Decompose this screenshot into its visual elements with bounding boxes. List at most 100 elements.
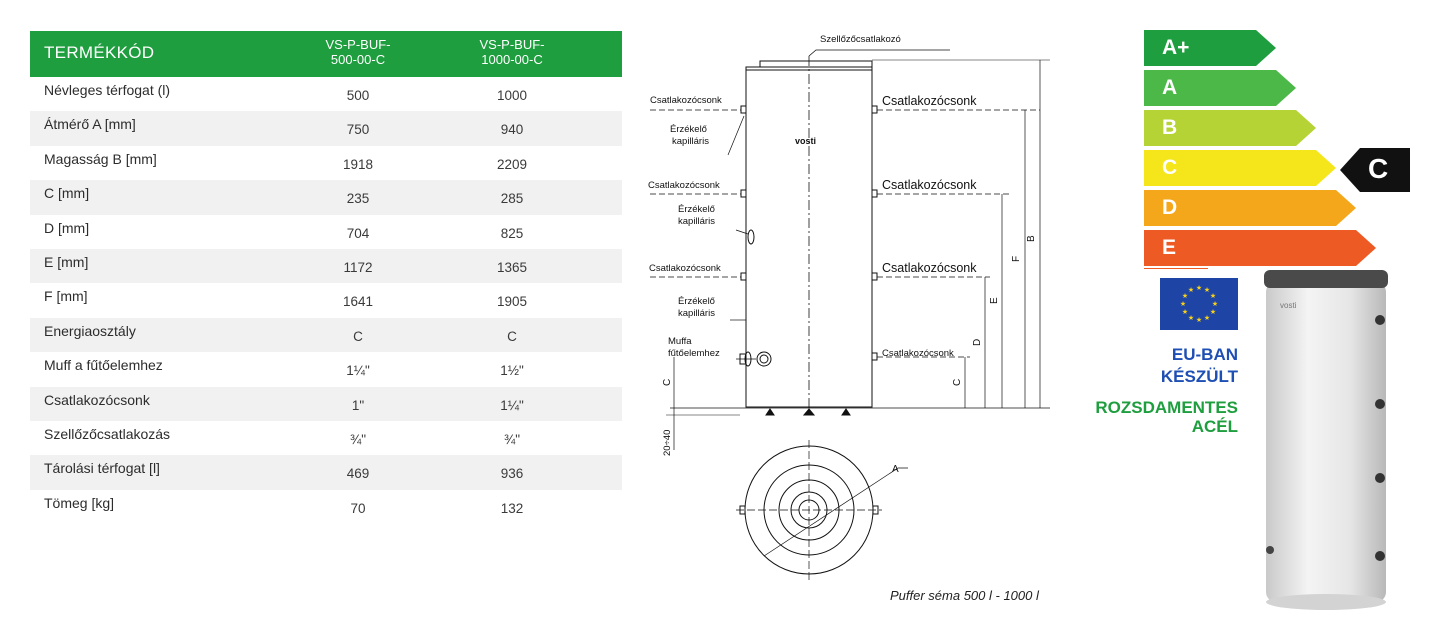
value-1000: 132 bbox=[500, 500, 524, 516]
table-row: F [mm] 1641 1905 bbox=[30, 283, 622, 317]
connector-label-left-1: Csatlakozócsonk bbox=[650, 95, 722, 106]
energy-class-bar: D bbox=[1144, 190, 1356, 226]
made-in-eu-text: EU-BAN KÉSZÜLT bbox=[1160, 345, 1238, 386]
value-500: 704 bbox=[346, 225, 370, 241]
value-1000: 2209 bbox=[496, 156, 528, 172]
divider bbox=[1144, 268, 1208, 269]
svg-text:★: ★ bbox=[1188, 286, 1194, 294]
sensor-label-2b: kapilláris bbox=[678, 216, 715, 227]
value-1000: C bbox=[507, 328, 517, 344]
value-500: 1918 bbox=[342, 156, 374, 172]
svg-text:★: ★ bbox=[1212, 300, 1218, 308]
value-1000: 1365 bbox=[496, 259, 528, 275]
energy-class-label: D bbox=[1162, 196, 1178, 219]
spec-table: TERMÉKKÓD VS-P-BUF- 500-00-C VS-P-BUF- 1… bbox=[30, 31, 622, 524]
table-row: Magasság B [mm] 1918 2209 bbox=[30, 146, 622, 180]
schematic-svg: Szellőzőcsatlakozó Csatlakozócsonk Érzék… bbox=[648, 34, 1050, 580]
sensor-label-3b: kapilláris bbox=[678, 308, 715, 319]
sensor-label-1a: Érzékelő bbox=[670, 124, 707, 135]
dim-d-label: D bbox=[972, 339, 983, 346]
svg-text:★: ★ bbox=[1180, 300, 1186, 308]
energy-class-bar: A+ bbox=[1144, 30, 1276, 66]
current-class-marker bbox=[1340, 148, 1410, 192]
connector-label-left-2: Csatlakozócsonk bbox=[648, 180, 720, 191]
row-label: E [mm] bbox=[44, 253, 89, 270]
value-500: 1" bbox=[351, 397, 365, 413]
dim-e-label: E bbox=[989, 297, 1000, 304]
row-label: Átmérő A [mm] bbox=[44, 116, 136, 133]
energy-class-label: C bbox=[1162, 156, 1178, 179]
svg-text:★: ★ bbox=[1204, 286, 1210, 294]
svg-text:★: ★ bbox=[1182, 308, 1188, 316]
row-label: Magasság B [mm] bbox=[44, 150, 157, 167]
energy-class-label: A bbox=[1162, 76, 1178, 99]
schematic-caption: Puffer séma 500 l - 1000 l bbox=[890, 588, 1039, 603]
header-product-code: TERMÉKKÓD bbox=[44, 43, 155, 62]
connector-label-right-4: Csatlakozócsonk bbox=[882, 348, 954, 359]
energy-class-bar: E bbox=[1144, 230, 1376, 266]
dim-a-label: A bbox=[892, 464, 899, 475]
dim-b-label: B bbox=[1026, 235, 1037, 242]
energy-class-bar: C bbox=[1144, 150, 1336, 186]
row-label: D [mm] bbox=[44, 219, 90, 236]
sensor-label-1b: kapilláris bbox=[672, 136, 709, 147]
dim-c-label-left: C bbox=[662, 379, 673, 386]
product-image: vosti bbox=[1262, 268, 1392, 618]
energy-class-label: B bbox=[1162, 116, 1178, 139]
svg-text:★: ★ bbox=[1210, 308, 1216, 316]
value-1000: 825 bbox=[500, 225, 524, 241]
vent-label: Szellőzőcsatlakozó bbox=[820, 34, 901, 45]
value-500: C bbox=[353, 328, 363, 344]
value-1000: 1½" bbox=[500, 363, 524, 379]
connector-label-right-2: Csatlakozócsonk bbox=[882, 178, 977, 192]
connector-label-right-3: Csatlakozócsonk bbox=[882, 261, 977, 275]
row-label: Energiaosztály bbox=[44, 322, 136, 339]
value-1000: 940 bbox=[500, 122, 524, 138]
tank-schematic: Szellőzőcsatlakozó Csatlakozócsonk Érzék… bbox=[640, 20, 1080, 620]
row-label: Szellőzőcsatlakozás bbox=[44, 425, 171, 442]
value-1000: ¾" bbox=[503, 431, 521, 447]
value-500: 1641 bbox=[342, 294, 374, 310]
svg-text:★: ★ bbox=[1210, 292, 1216, 300]
svg-text:★: ★ bbox=[1182, 292, 1188, 300]
table-row: D [mm] 704 825 bbox=[30, 215, 622, 249]
eu-flag-icon: ★★★ ★★★ ★★★ ★★★ bbox=[1160, 278, 1238, 330]
energy-class-bar: A bbox=[1144, 70, 1296, 106]
energy-class-label: A+ bbox=[1162, 36, 1190, 59]
value-1000: 1905 bbox=[496, 294, 528, 310]
table-row: Energiaosztály C C bbox=[30, 317, 622, 353]
sensor-label-2a: Érzékelő bbox=[678, 204, 715, 215]
row-label: Tárolási térfogat [l] bbox=[44, 460, 160, 477]
value-1000: 936 bbox=[500, 466, 524, 482]
value-1000: 1000 bbox=[496, 88, 528, 103]
sensor-label-3a: Érzékelő bbox=[678, 296, 715, 307]
connector-label-left-3: Csatlakozócsonk bbox=[649, 263, 721, 274]
dim-f-label: F bbox=[1011, 256, 1022, 262]
connector-label-right-1: Csatlakozócsonk bbox=[882, 94, 977, 108]
current-class-label: C bbox=[1368, 153, 1389, 184]
row-label: C [mm] bbox=[44, 185, 90, 202]
svg-text:★: ★ bbox=[1204, 314, 1210, 322]
value-500: 1172 bbox=[343, 259, 373, 275]
table-header: TERMÉKKÓD VS-P-BUF- 500-00-C VS-P-BUF- 1… bbox=[30, 31, 622, 77]
row-label: Muff a fűtőelemhez bbox=[44, 357, 163, 374]
feet-height-label: 20÷40 bbox=[662, 430, 673, 456]
header-model-500: VS-P-BUF- 500-00-C bbox=[325, 37, 391, 67]
row-label: Tömeg [kg] bbox=[44, 494, 115, 511]
energy-class-label: E bbox=[1162, 236, 1177, 259]
muff-label-b: fűtőelemhez bbox=[668, 348, 720, 359]
product-brand: vosti bbox=[1280, 301, 1297, 310]
row-label: Csatlakozócsonk bbox=[44, 391, 150, 408]
svg-text:★: ★ bbox=[1188, 314, 1194, 322]
stainless-steel-text: ROZSDAMENTES ACÉL bbox=[1095, 398, 1238, 436]
svg-text:★: ★ bbox=[1196, 316, 1202, 324]
row-label: F [mm] bbox=[44, 288, 88, 305]
